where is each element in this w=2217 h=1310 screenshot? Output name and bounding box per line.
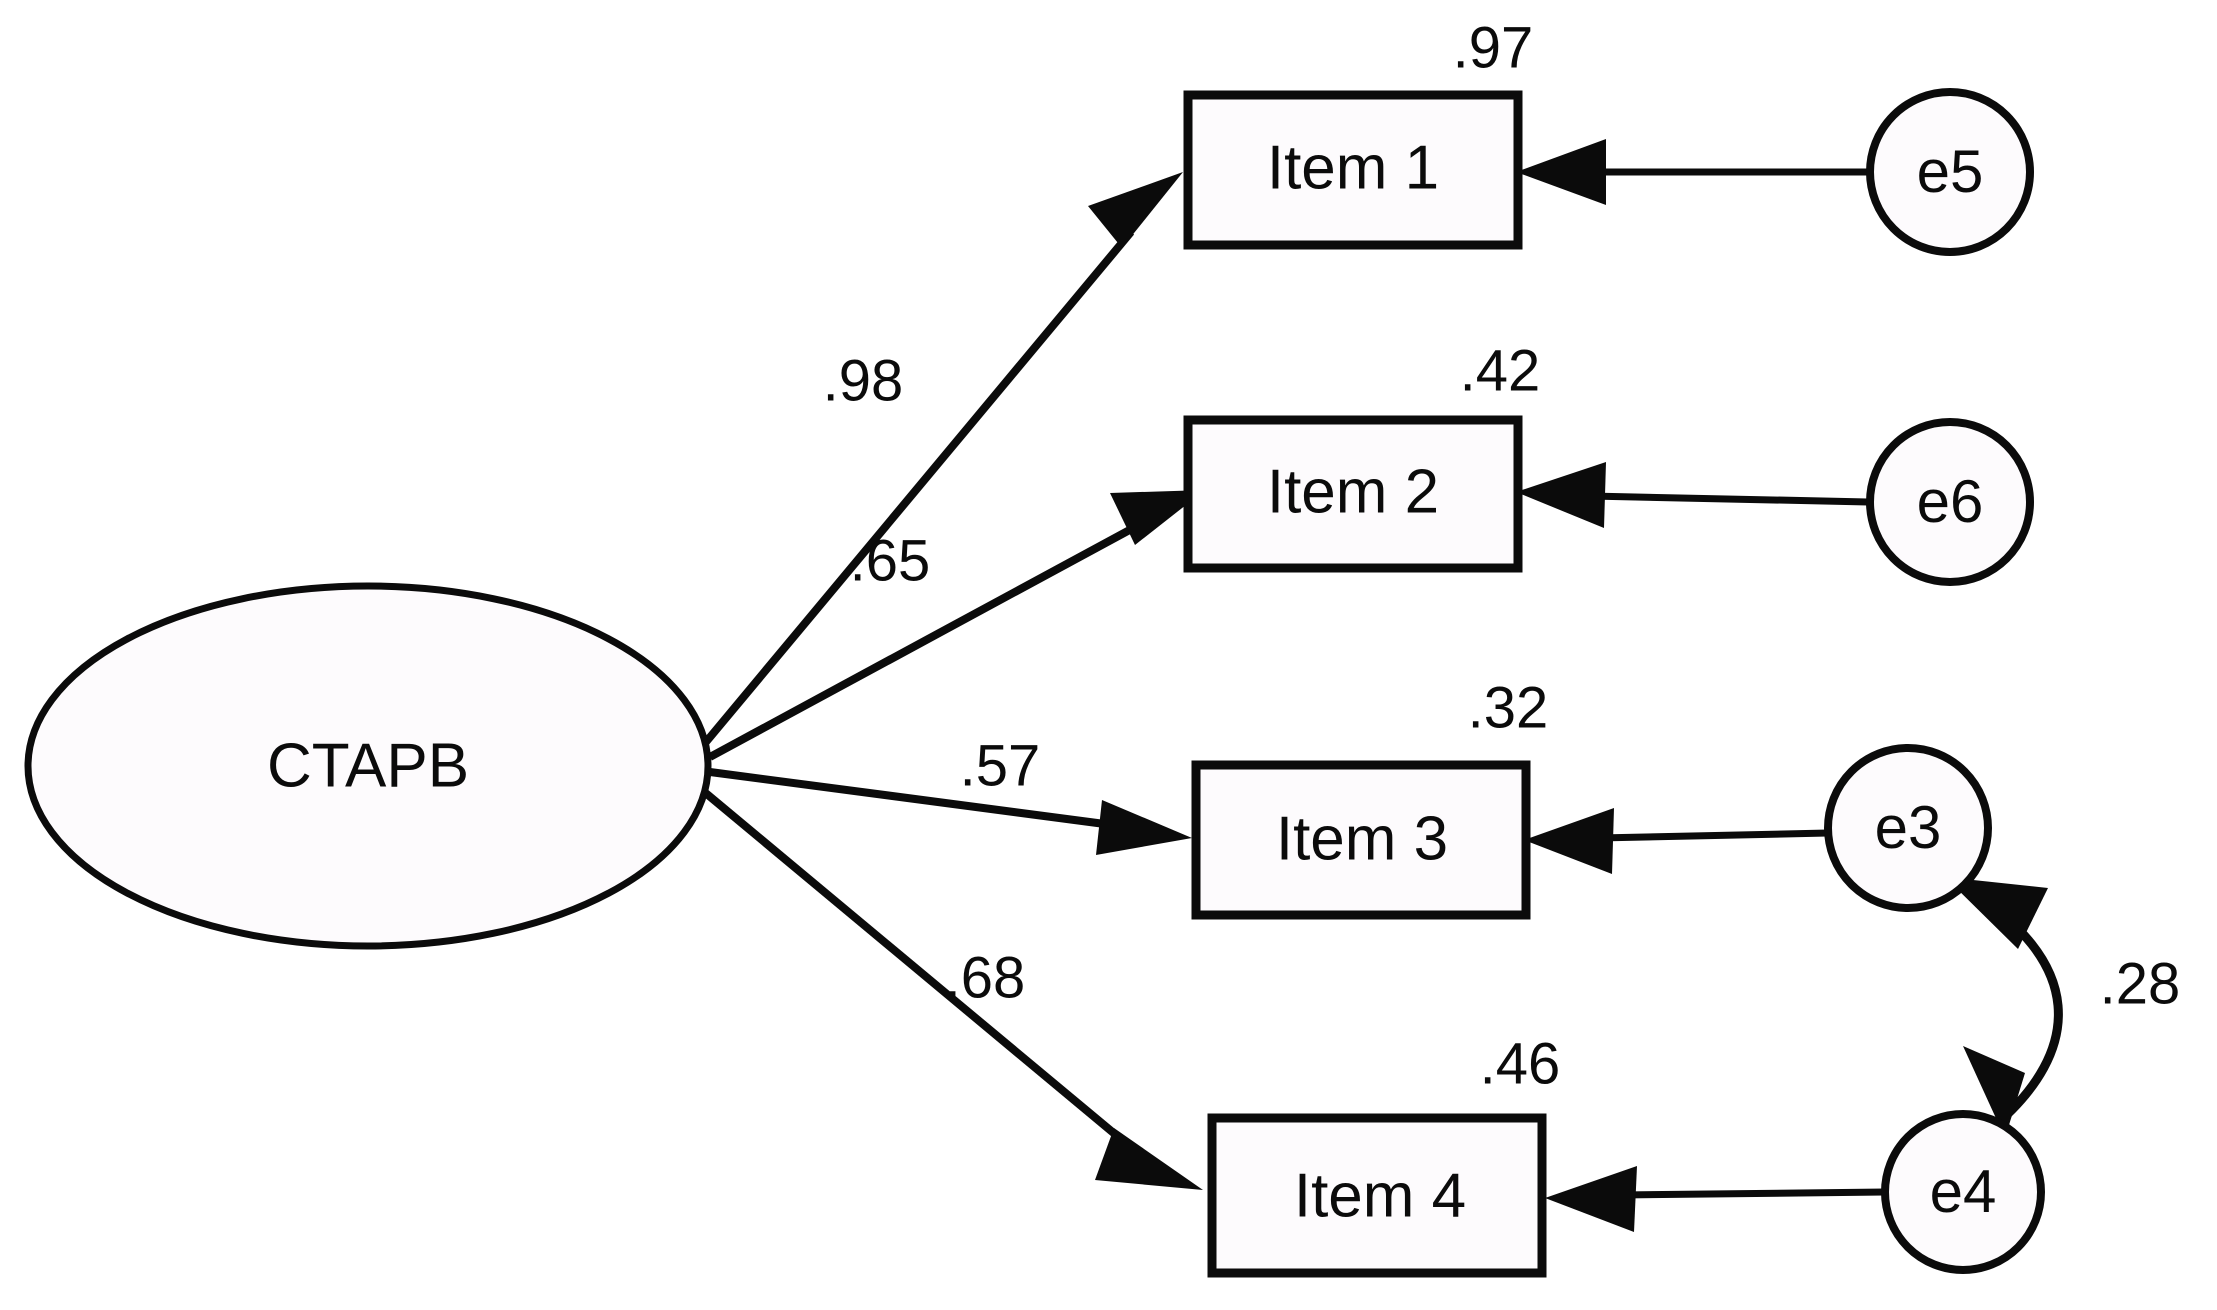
path-line-ctapb-item1 [702, 229, 1135, 745]
loading-label-item4: .68 [945, 945, 1026, 1010]
path-e3-to-item3 [1524, 808, 1829, 874]
path-line-ctapb-item3 [709, 768, 1121, 830]
latent-factor-label: CTAPB [267, 731, 469, 800]
indicator-item2[interactable]: Item 2 [1183, 415, 1523, 573]
indicator-item4[interactable]: Item 4 [1207, 1113, 1547, 1278]
circle-shape-e5 [1866, 88, 2034, 256]
error-term-label-e6: e6 [1917, 468, 1984, 535]
arrowhead-e3-item3 [1524, 808, 1614, 874]
box-shape-item2 [1183, 415, 1523, 573]
indicator-item3[interactable]: Item 3 [1191, 760, 1531, 920]
indicator-label-item4: Item 4 [1294, 1161, 1466, 1230]
circle-shape-e6 [1866, 418, 2034, 586]
path-ctapb-to-item2 [708, 490, 1205, 761]
path-ctapb-to-item4 [699, 786, 1203, 1190]
arrowhead-ctapb-item4 [1095, 1128, 1203, 1190]
r2-label-item3: .32 [1468, 675, 1549, 740]
path-ctapb-to-item1 [702, 172, 1183, 745]
loading-label-item2: .65 [850, 528, 931, 593]
arrowhead-cov-bottom [1963, 1046, 2025, 1138]
r2-label-item4: .46 [1480, 1031, 1561, 1096]
indicator-label-item1: Item 1 [1267, 133, 1439, 202]
error-term-e6[interactable]: e6 [1866, 418, 2034, 586]
box-shape-item3 [1191, 760, 1531, 920]
circle-shape-e4 [1881, 1110, 2045, 1274]
loading-label-item3: .57 [960, 733, 1041, 798]
path-line-e3-item3 [1597, 829, 1829, 842]
arrowhead-e6-item2 [1516, 462, 1606, 528]
box-shape-item4 [1207, 1113, 1547, 1278]
covariance-e3-e4 [1945, 877, 2063, 1138]
path-line-ctapb-item2 [708, 516, 1150, 761]
box-shape-item1 [1183, 90, 1523, 250]
error-term-e3[interactable]: e3 [1824, 744, 1992, 912]
r2-label-item1: .97 [1453, 15, 1534, 80]
arrowhead-cov-top [1945, 877, 2048, 949]
path-e4-to-item4 [1545, 1166, 1886, 1232]
path-ctapb-to-item3 [709, 768, 1192, 855]
arrowhead-ctapb-item3 [1096, 800, 1192, 855]
path-e6-to-item2 [1516, 462, 1869, 528]
loading-label-item1: .98 [823, 348, 904, 413]
latent-factor-ctapb[interactable]: CTAPB [24, 582, 712, 950]
arrowhead-ctapb-item2 [1110, 490, 1205, 545]
error-term-label-e4: e4 [1930, 1158, 1997, 1225]
error-term-e5[interactable]: e5 [1866, 88, 2034, 256]
covariance-label-e3-e4: .28 [2100, 951, 2181, 1016]
path-e5-to-item1 [1516, 139, 1868, 205]
circle-shape-e3 [1824, 744, 1992, 912]
path-line-ctapb-item4 [699, 786, 1131, 1149]
r2-label-item2: .42 [1460, 338, 1541, 403]
indicator-item1[interactable]: Item 1 [1183, 90, 1523, 250]
path-line-e4-item4 [1619, 1188, 1886, 1199]
arrowhead-e4-item4 [1545, 1166, 1637, 1232]
error-term-label-e5: e5 [1917, 138, 1984, 205]
path-line-e6-item2 [1589, 492, 1869, 506]
error-term-label-e3: e3 [1875, 794, 1942, 861]
arrowhead-ctapb-item1 [1088, 172, 1183, 248]
ellipse-shape-ctapb [24, 582, 712, 950]
arrowhead-e5-item1 [1516, 139, 1606, 205]
error-term-e4[interactable]: e4 [1881, 1110, 2045, 1274]
indicator-label-item2: Item 2 [1267, 457, 1439, 526]
indicator-label-item3: Item 3 [1276, 804, 1448, 873]
